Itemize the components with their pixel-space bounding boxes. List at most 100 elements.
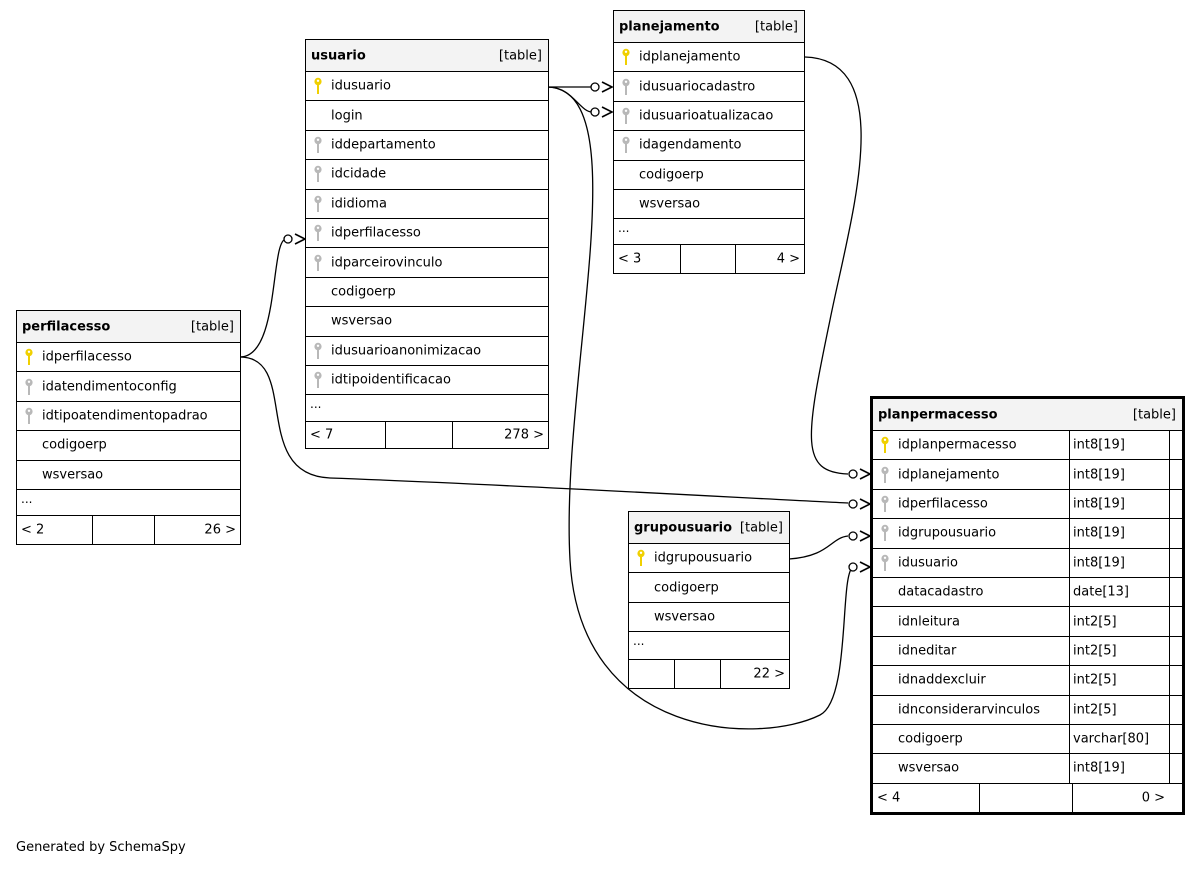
column-row[interactable]: idusuarioatualizacao [614, 102, 804, 132]
table-footer: 22 > [629, 660, 789, 689]
children-count-cell[interactable]: 26 > [155, 516, 240, 544]
parents-count-cell[interactable]: < 4 [873, 783, 980, 812]
parents-count-cell[interactable]: < 7 [306, 422, 386, 449]
column-type: int2[5] [1073, 702, 1117, 718]
foreign-key-icon [881, 495, 889, 512]
column-row[interactable]: idneditar int2[5] [873, 636, 1182, 667]
more-columns-indicator[interactable]: ... [614, 219, 804, 246]
table-name[interactable]: perfilacesso [22, 319, 111, 334]
column-name: idneditar [898, 643, 957, 659]
more-text: ... [310, 397, 322, 412]
column-row[interactable]: idparceirovinculo [306, 248, 548, 278]
more-columns-indicator[interactable]: ... [629, 632, 789, 661]
column-row[interactable]: idcidade [306, 160, 548, 190]
column-row[interactable]: codigoerp [306, 278, 548, 308]
table-footer: < 7 278 > [306, 422, 548, 449]
column-name: iddepartamento [331, 137, 436, 153]
column-row[interactable]: idtipoatendimentopadrao [17, 402, 240, 432]
column-row[interactable]: wsversao [614, 190, 804, 220]
column-row[interactable]: idusuarioanonimizacao [306, 337, 548, 366]
table-type-tag: [table] [498, 48, 542, 63]
foreign-key-icon [314, 224, 322, 242]
column-row[interactable]: login [306, 101, 548, 131]
foreign-key-icon [314, 254, 322, 271]
table-footer: < 3 4 > [614, 245, 804, 274]
column-row[interactable]: idatendimentoconfig [17, 372, 240, 402]
table-name[interactable]: usuario [311, 48, 366, 63]
column-name: datacadastro [898, 584, 984, 600]
column-row[interactable]: idagendamento [614, 131, 804, 161]
link-usuario-planejamento-atualizacao [547, 86, 593, 113]
column-type: int2[5] [1073, 643, 1117, 659]
table-header: usuario [table] [306, 40, 548, 72]
children-count-cell[interactable]: 22 > [721, 660, 789, 688]
parents-count-cell[interactable]: < 2 [17, 515, 93, 544]
table-perfilacesso[interactable]: perfilacesso[table] idperfilacesso idatend… [16, 310, 241, 545]
children-count-cell[interactable]: 4 > [736, 245, 804, 273]
column-row[interactable]: wsversao [629, 603, 789, 633]
table-footer: < 4 0 > [873, 783, 1182, 812]
column-row[interactable]: idtipoidentificacao [306, 366, 548, 396]
column-row[interactable]: idgrupousuario [629, 544, 789, 574]
column-row[interactable]: idusuariocadastro [614, 72, 804, 102]
column-name: idtipoatendimentopadrao [42, 408, 208, 424]
foreign-key-icon [622, 107, 630, 124]
column-name: idplanejamento [639, 49, 741, 65]
column-name: wsversao [898, 760, 960, 776]
column-row[interactable]: codigoerp [614, 161, 804, 190]
primary-key-icon [25, 348, 33, 366]
scroll-strip [1169, 519, 1170, 548]
parents-count-cell[interactable]: < 3 [614, 245, 681, 274]
children-count-cell[interactable]: 278 > [453, 422, 548, 448]
children-count-cell[interactable]: 0 > [1073, 784, 1169, 812]
table-header: perfilacesso[table] [17, 311, 240, 343]
column-row[interactable]: iddepartamento [306, 131, 548, 161]
table-name[interactable]: planpermacesso [878, 407, 998, 422]
scroll-strip [1169, 724, 1170, 754]
table-name[interactable]: grupousuario [634, 520, 733, 535]
column-name: idperfilacesso [42, 349, 132, 365]
table-usuario[interactable]: usuario [table] idusuario login iddepartamen… [305, 39, 549, 450]
more-columns-indicator[interactable]: ... [306, 395, 548, 423]
primary-key-icon [637, 549, 645, 567]
column-row[interactable]: codigoerp [629, 573, 789, 603]
column-name: codigoerp [639, 167, 704, 183]
column-row[interactable]: idplanejamento [614, 43, 804, 73]
column-type: int8[19] [1073, 437, 1125, 453]
column-row[interactable]: idperfilacesso [17, 343, 240, 373]
table-type-tag: [table] [739, 520, 783, 535]
column-name: login [331, 108, 363, 124]
column-name: codigoerp [654, 580, 719, 596]
table-name[interactable]: planejamento [619, 19, 720, 34]
column-row[interactable]: idperfilacesso [306, 219, 548, 249]
column-divider [1069, 577, 1070, 607]
column-row[interactable]: idusuario [306, 72, 548, 102]
column-name: wsversao [331, 313, 393, 329]
table-grupousuario[interactable]: grupousuario [table] idgrupousuario codigoe… [628, 511, 790, 690]
column-row[interactable]: wsversao [17, 461, 240, 490]
column-row[interactable]: ididioma [306, 190, 548, 219]
column-row[interactable]: wsversao [306, 307, 548, 337]
parents-count-cell[interactable] [629, 660, 675, 689]
foreign-key-icon [25, 378, 33, 395]
more-columns-indicator[interactable]: ... [17, 490, 240, 516]
children-count: 0 > [1141, 790, 1165, 806]
column-row[interactable]: codigoerp [17, 431, 240, 461]
column-divider [1069, 431, 1070, 460]
foreign-key-icon [622, 78, 630, 95]
scroll-strip [1169, 607, 1170, 636]
scroll-strip [1169, 431, 1170, 460]
